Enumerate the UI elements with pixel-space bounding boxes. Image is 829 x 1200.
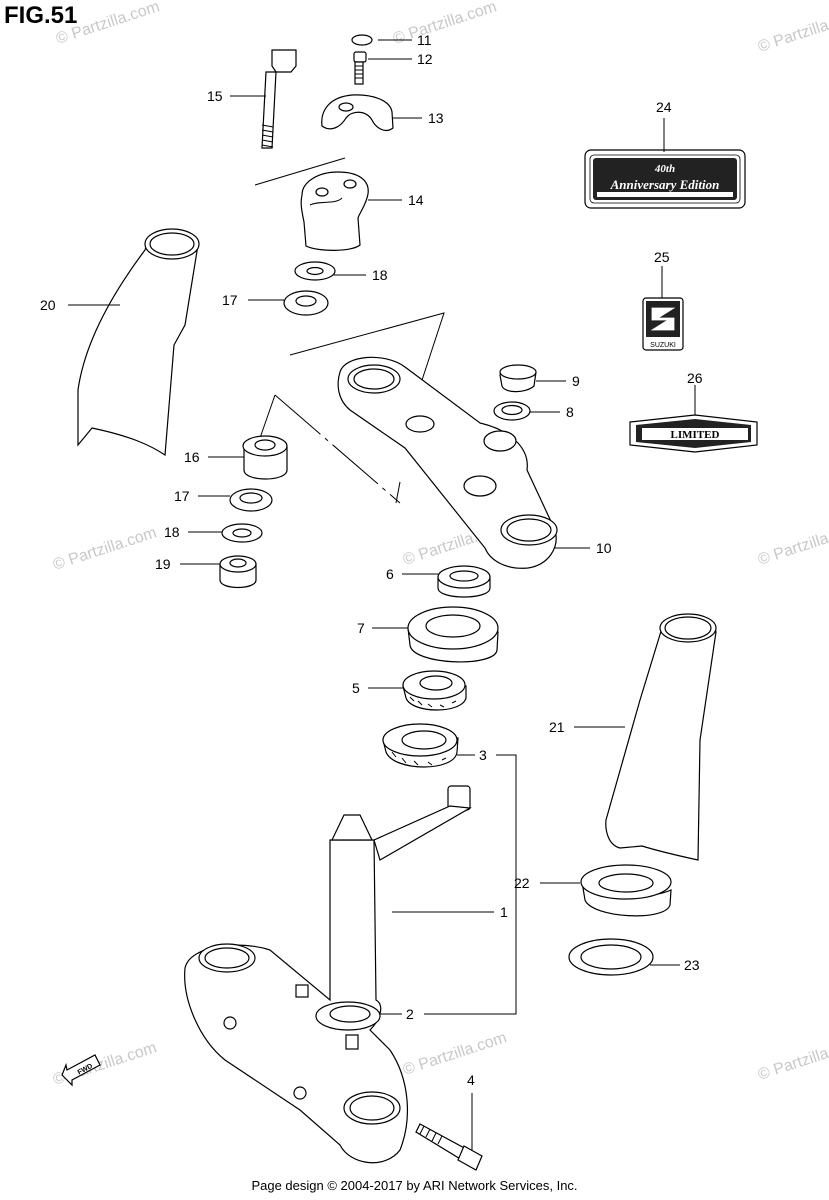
callout-6: 6: [386, 566, 394, 582]
watermark: © Partzilla.com: [51, 1039, 159, 1088]
part-15-bolt[interactable]: [261, 49, 297, 149]
part-19-nut[interactable]: [219, 555, 257, 589]
callout-22: 22: [514, 875, 530, 891]
callout-14: 14: [408, 192, 424, 208]
part-23-washer[interactable]: [568, 938, 654, 976]
part-17-damper-lower[interactable]: [229, 488, 273, 512]
part-22-cover-holder[interactable]: [580, 864, 672, 917]
part-13-holder-upper[interactable]: [321, 94, 394, 132]
part-3-bearing[interactable]: [382, 723, 459, 768]
callout-7: 7: [357, 620, 365, 636]
callout-10: 10: [596, 540, 612, 556]
callouts: 11 12 13 14 15 18 17 20 9 8 10 16 17 18 …: [40, 32, 703, 1150]
watermark: © Partzilla.com: [756, 519, 829, 568]
callout-16: 16: [184, 449, 200, 465]
callout-8: 8: [566, 404, 574, 420]
callout-9: 9: [572, 373, 580, 389]
watermark: © Partzilla.com: [391, 0, 499, 48]
part-7-dust-seal[interactable]: [407, 606, 499, 663]
part-20-fork-cover-left[interactable]: [77, 228, 200, 457]
callout-26: 26: [687, 370, 703, 386]
callout-18-lower: 18: [164, 524, 180, 540]
figure-title: FIG.51: [4, 2, 78, 29]
suzuki-logo-icon: [650, 307, 676, 331]
watermark: © Partzilla.com: [756, 1034, 829, 1083]
callout-18: 18: [372, 267, 388, 283]
callout-3: 3: [479, 747, 487, 763]
part-10-upper-bracket[interactable]: [337, 356, 558, 569]
callout-13: 13: [428, 110, 444, 126]
anniversary-decal-line2: Anniversary Edition: [610, 177, 720, 192]
callout-17: 17: [222, 292, 238, 308]
callout-11: 11: [417, 32, 432, 48]
callout-25: 25: [654, 249, 670, 265]
limited-emblem-text: LIMITED: [671, 429, 720, 441]
watermark: © Partzilla.com: [54, 0, 162, 48]
watermark: © Partzilla.com: [756, 6, 829, 55]
callout-23: 23: [684, 957, 700, 973]
part-26-limited-emblem[interactable]: LIMITED: [629, 414, 758, 453]
part-8-washer[interactable]: [493, 401, 531, 421]
part-9-cap-nut[interactable]: [499, 364, 537, 393]
suzuki-emblem-text: SUZUKI: [650, 342, 676, 349]
callout-17-lower: 17: [174, 488, 190, 504]
part-2-dust-seal[interactable]: [315, 1001, 381, 1031]
callout-4: 4: [467, 1072, 475, 1088]
watermark: © Partzilla.com: [51, 524, 159, 573]
callout-1: 1: [500, 904, 508, 920]
callout-24: 24: [656, 99, 672, 115]
part-4-bolt[interactable]: [415, 1123, 483, 1171]
part-6-lock-nut[interactable]: [437, 565, 491, 598]
part-12-screw[interactable]: [353, 51, 367, 85]
callout-19: 19: [155, 556, 171, 572]
part-18-washer-upper[interactable]: [294, 261, 336, 281]
callout-12: 12: [417, 51, 433, 67]
assembly-guide-lines: [254, 157, 445, 504]
part-14-holder-lower[interactable]: [300, 171, 369, 251]
part-21-fork-cover-right[interactable]: [605, 613, 717, 861]
anniversary-decal-line1: 40th: [654, 163, 675, 175]
callout-15: 15: [207, 88, 223, 104]
part-24-anniversary-decal[interactable]: 40th Anniversary Edition: [584, 149, 746, 209]
callout-21: 21: [549, 719, 565, 735]
page-footer: Page design © 2004-2017 by ARI Network S…: [251, 1178, 578, 1193]
part-17-damper-upper[interactable]: [283, 290, 329, 316]
callout-5: 5: [352, 680, 360, 696]
part-11-cap[interactable]: [351, 34, 373, 46]
part-5-bearing[interactable]: [402, 670, 467, 711]
part-1-steering-stem[interactable]: [184, 785, 472, 1164]
part-18-washer-lower[interactable]: [221, 523, 263, 543]
watermark: © Partzilla.com: [401, 1029, 509, 1078]
part-25-suzuki-emblem[interactable]: SUZUKI: [642, 297, 684, 351]
callout-2: 2: [406, 1006, 414, 1022]
callout-20: 20: [40, 297, 56, 313]
part-16-bushing[interactable]: [242, 435, 288, 480]
